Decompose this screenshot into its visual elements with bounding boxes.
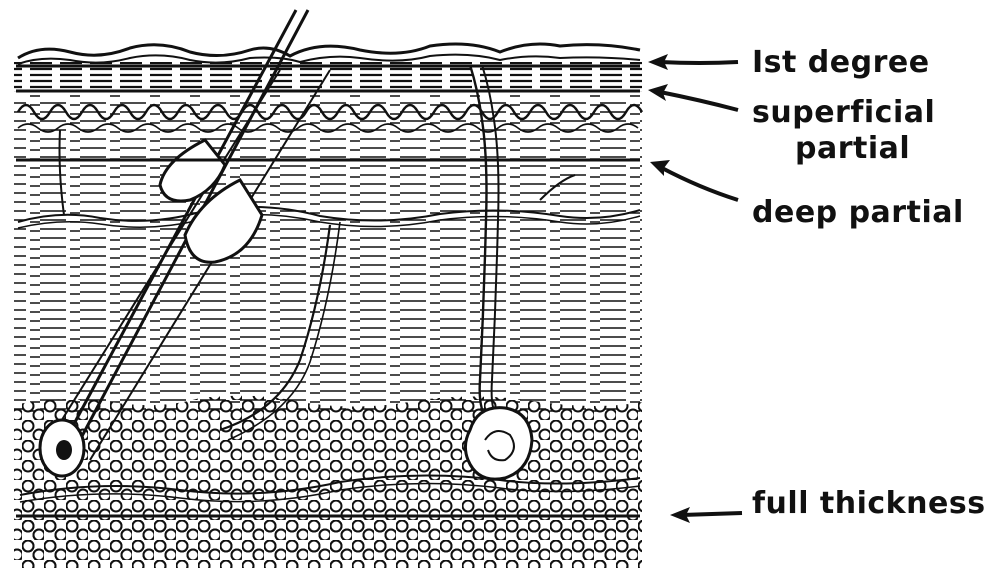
hair-papilla	[56, 440, 72, 460]
label-partial: partial	[795, 131, 910, 166]
label-superficial: superficial	[752, 95, 935, 130]
arrow-superficial-partial	[648, 84, 738, 110]
arrow-first-degree	[648, 54, 738, 70]
arrow-full-thickness	[670, 507, 742, 523]
dermis-layer	[14, 95, 642, 415]
deep-fat-layer	[14, 520, 642, 568]
arrow-deep-partial	[650, 160, 738, 200]
label-full-thickness: full thickness	[752, 486, 986, 521]
label-first-degree: Ist degree	[752, 45, 930, 80]
label-deep-partial: deep partial	[752, 195, 964, 230]
sweat-gland-coil	[465, 408, 532, 480]
